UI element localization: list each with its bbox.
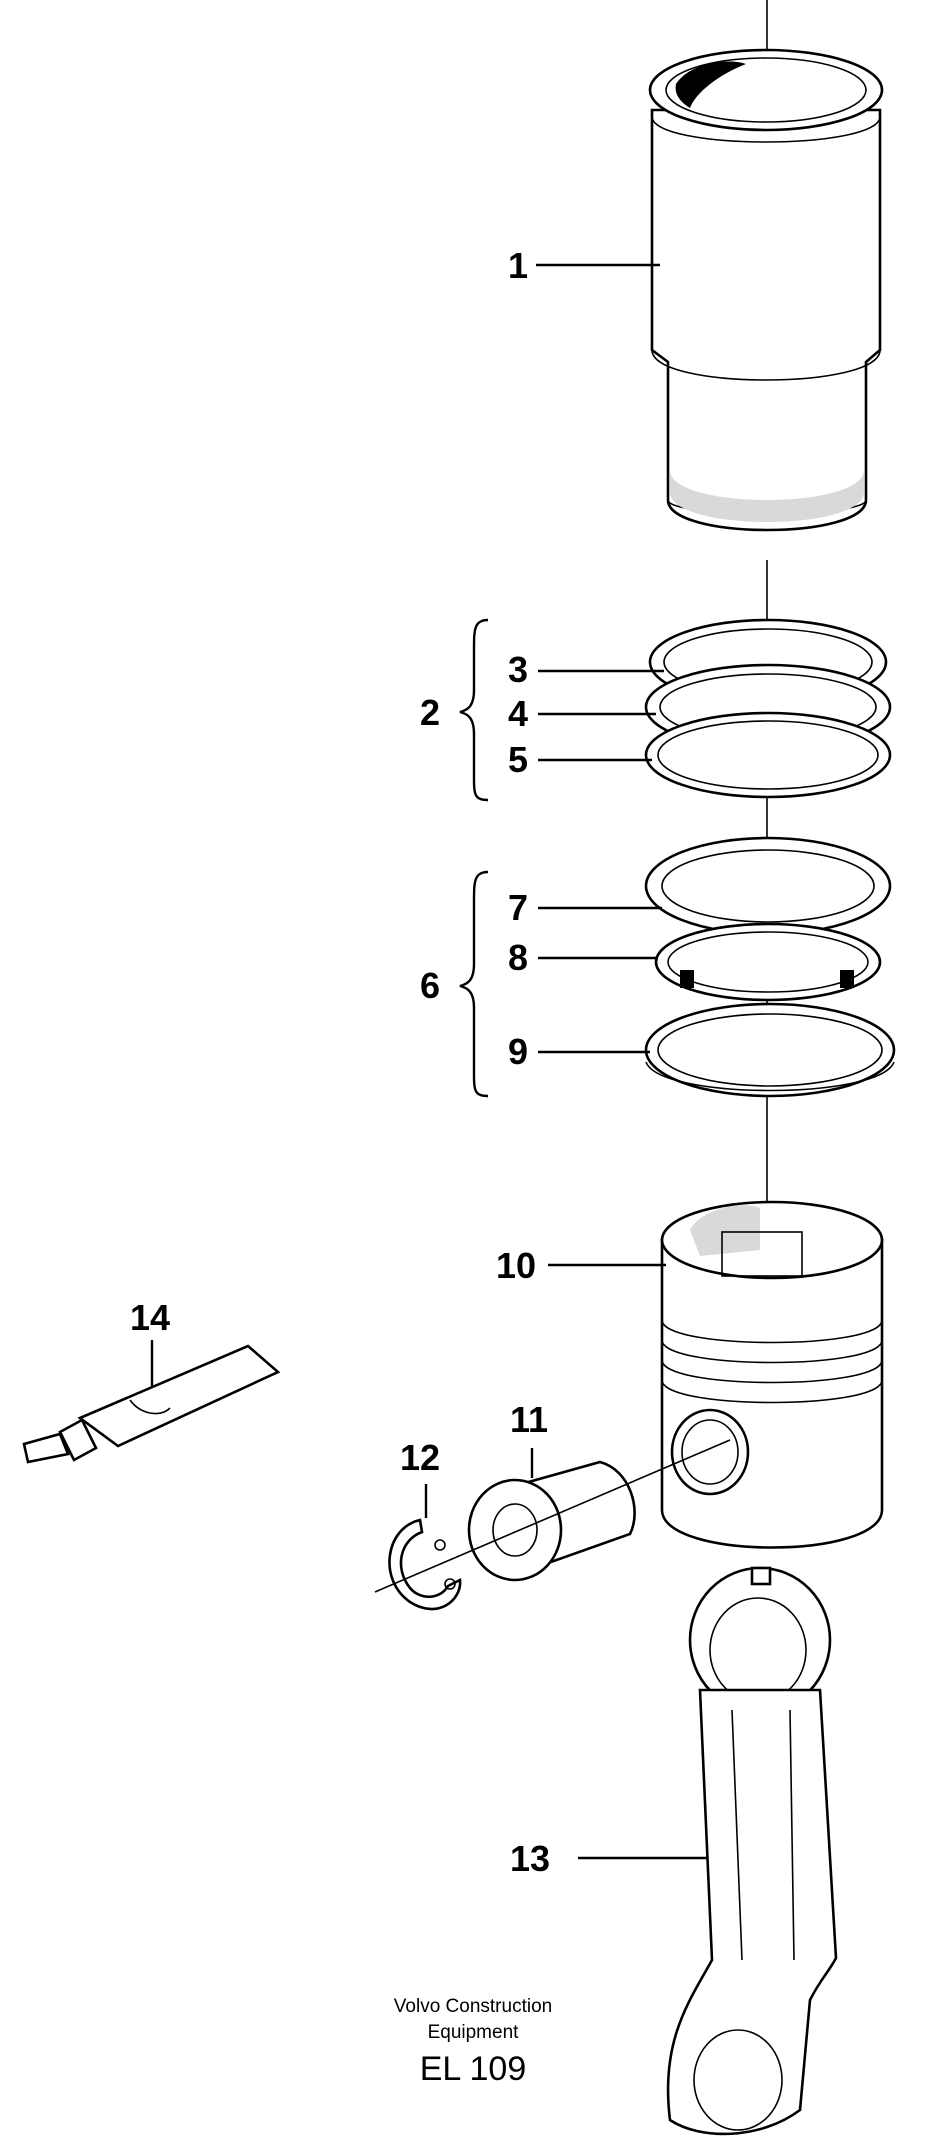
ring-8-part	[654, 922, 882, 1002]
sealant-tube-part	[22, 1344, 281, 1464]
callout-5: 5	[508, 739, 528, 780]
callout-11: 11	[510, 1399, 548, 1440]
ring-5-part	[644, 711, 892, 799]
leader-lines	[150, 263, 708, 1860]
ring-9-part	[644, 1002, 896, 1098]
callout-9: 9	[508, 1031, 528, 1072]
brace-group-2	[459, 618, 489, 802]
piston-part	[660, 1200, 884, 1549]
pin-axis	[374, 1439, 731, 1593]
callout-6: 6	[420, 965, 440, 1006]
drawing-code: EL 109	[420, 2050, 527, 2088]
callout-8: 8	[508, 937, 528, 978]
callout-10: 10	[496, 1245, 536, 1286]
callout-14: 14	[130, 1297, 170, 1338]
circlip-part	[388, 1518, 462, 1611]
cylinder-liner-part	[648, 48, 884, 532]
callout-3: 3	[508, 649, 528, 690]
callout-12: 12	[400, 1437, 440, 1478]
brand-line-1: Volvo Construction	[394, 1996, 552, 2017]
brace-group-6	[459, 870, 489, 1098]
callout-4: 4	[508, 693, 528, 734]
callout-1: 1	[508, 245, 528, 286]
brand-line-2: Equipment	[428, 2022, 520, 2043]
connecting-rod-part	[666, 1566, 838, 2136]
callout-7: 7	[508, 887, 528, 928]
callout-13: 13	[510, 1838, 550, 1879]
callout-2: 2	[420, 692, 440, 733]
piston-pin-part	[467, 1460, 636, 1582]
